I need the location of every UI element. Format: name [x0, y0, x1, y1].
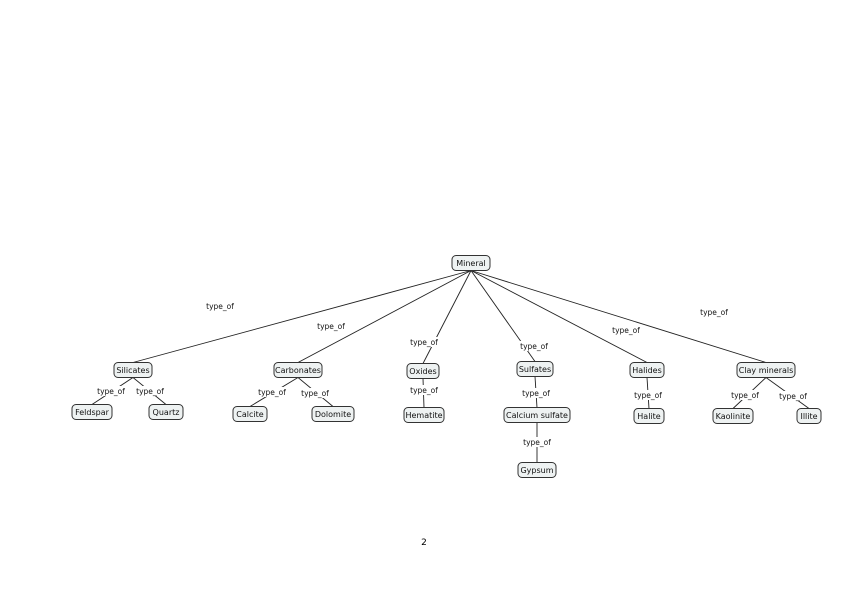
node-halides[interactable]: Halides [629, 362, 665, 378]
node-label: Calcite [236, 410, 263, 419]
node-mineral[interactable]: Mineral [451, 255, 491, 271]
edge-label-mineral-sulfates: type_of [519, 341, 549, 351]
svg-text:type_of: type_of [520, 342, 548, 351]
node-silicates[interactable]: Silicates [113, 362, 153, 378]
node-label: Dolomite [315, 410, 351, 419]
node-sulfates[interactable]: Sulfates [516, 361, 554, 377]
node-illite[interactable]: Illite [796, 408, 822, 424]
edge-mineral-silicates [132, 270, 472, 363]
svg-text:type_of: type_of [97, 387, 125, 396]
edge-label-mineral-clay: type_of [699, 307, 729, 317]
edge-label-silicates-quartz: type_of [135, 386, 165, 396]
node-kaolinite[interactable]: Kaolinite [712, 408, 754, 424]
edge-label-clay-illite: type_of [778, 391, 808, 401]
svg-text:type_of: type_of [317, 322, 345, 331]
edge-label-mineral-halides: type_of [611, 325, 641, 335]
node-label: Feldspar [75, 408, 110, 417]
node-label: Hematite [405, 411, 442, 420]
node-label: Oxides [409, 367, 436, 376]
page-number: 2 [421, 538, 427, 548]
node-dolomite[interactable]: Dolomite [311, 406, 355, 422]
edge-mineral-halides [470, 270, 648, 363]
edge-label-mineral-carbonates: type_of [316, 321, 346, 331]
edge-label-mineral-oxides: type_of [409, 337, 439, 347]
edge-label-carbonates-dolomite: type_of [300, 388, 330, 398]
svg-text:type_of: type_of [410, 338, 438, 347]
node-label: Quartz [153, 408, 180, 417]
node-label: Silicates [116, 366, 149, 375]
edge-label-halides-halite: type_of [633, 390, 663, 400]
edge-mineral-oxides [422, 270, 472, 364]
svg-text:type_of: type_of [523, 438, 551, 447]
edge-label-oxides-hematite: type_of [409, 385, 439, 395]
edge-mineral-clay [470, 270, 767, 363]
svg-text:type_of: type_of [410, 386, 438, 395]
node-clay[interactable]: Clay minerals [736, 362, 796, 378]
svg-text:type_of: type_of [779, 392, 807, 401]
edge-label-calcium_sulfate-gypsum: type_of [522, 437, 552, 447]
edge-label-sulfates-calcium_sulfate: type_of [521, 388, 551, 398]
node-halite[interactable]: Halite [633, 408, 665, 424]
node-label: Gypsum [520, 466, 553, 475]
node-feldspar[interactable]: Feldspar [71, 404, 113, 420]
node-label: Carbonates [275, 366, 321, 375]
node-label: Clay minerals [739, 366, 794, 375]
svg-text:type_of: type_of [612, 326, 640, 335]
node-carbonates[interactable]: Carbonates [273, 362, 323, 378]
node-hematite[interactable]: Hematite [403, 407, 445, 423]
node-label: Halite [637, 412, 661, 421]
node-label: Sulfates [519, 365, 551, 374]
node-gypsum[interactable]: Gypsum [517, 462, 557, 478]
svg-text:type_of: type_of [522, 389, 550, 398]
svg-text:type_of: type_of [258, 388, 286, 397]
svg-text:type_of: type_of [301, 389, 329, 398]
svg-text:type_of: type_of [731, 391, 759, 400]
node-label: Calcium sulfate [506, 411, 568, 420]
node-calcite[interactable]: Calcite [232, 406, 268, 422]
svg-text:type_of: type_of [206, 302, 234, 311]
node-quartz[interactable]: Quartz [148, 404, 184, 420]
edge-label-clay-kaolinite: type_of [730, 390, 760, 400]
edge-label-silicates-feldspar: type_of [96, 386, 126, 396]
svg-text:type_of: type_of [700, 308, 728, 317]
node-oxides[interactable]: Oxides [406, 363, 440, 379]
node-label: Halides [632, 366, 662, 375]
node-label: Kaolinite [716, 412, 751, 421]
svg-text:type_of: type_of [136, 387, 164, 396]
edge-mineral-carbonates [297, 270, 472, 363]
edge-label-mineral-silicates: type_of [205, 301, 235, 311]
node-label: Mineral [456, 259, 486, 268]
node-label: Illite [800, 412, 817, 421]
edge-label-carbonates-calcite: type_of [257, 387, 287, 397]
svg-text:type_of: type_of [634, 391, 662, 400]
node-calcium-sulfate[interactable]: Calcium sulfate [503, 407, 571, 423]
